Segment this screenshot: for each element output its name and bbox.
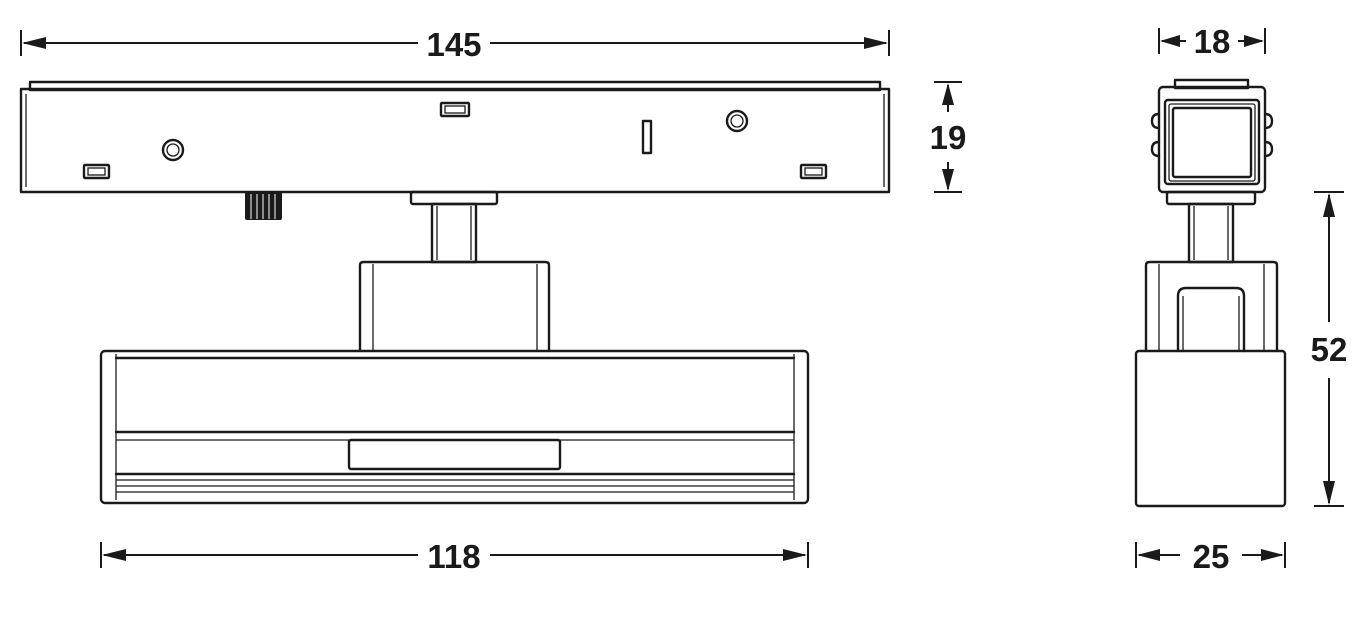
side-stem — [1187, 202, 1235, 264]
dimension-label-18: 18 — [1194, 23, 1231, 60]
dimension-label-19: 19 — [930, 119, 967, 156]
stem — [409, 190, 499, 264]
screw-hole-left — [161, 138, 185, 162]
neck-block — [358, 260, 551, 353]
dimension-label-25: 25 — [1193, 538, 1230, 575]
dimension-label-52: 52 — [1311, 331, 1348, 368]
side-adapter — [1150, 78, 1274, 206]
dimension-front-width: 145 — [20, 26, 890, 63]
side-yoke — [1144, 260, 1279, 353]
side-head — [1134, 349, 1287, 508]
front-view — [19, 80, 891, 505]
dimension-label-145: 145 — [426, 26, 481, 63]
dimension-label-118: 118 — [427, 538, 480, 575]
dimension-front-height: 19 — [930, 81, 967, 193]
luminaire-head — [99, 349, 810, 505]
dimension-side-bottom-width: 25 — [1135, 538, 1286, 575]
locking-knob — [245, 192, 282, 220]
screw-hole-right — [725, 109, 749, 133]
dimension-side-top-width: 18 — [1158, 23, 1266, 60]
side-view — [1134, 78, 1287, 508]
dimension-head-width: 118 — [100, 538, 809, 575]
dimension-side-height: 52 — [1311, 191, 1348, 507]
track-adapter — [19, 80, 891, 194]
